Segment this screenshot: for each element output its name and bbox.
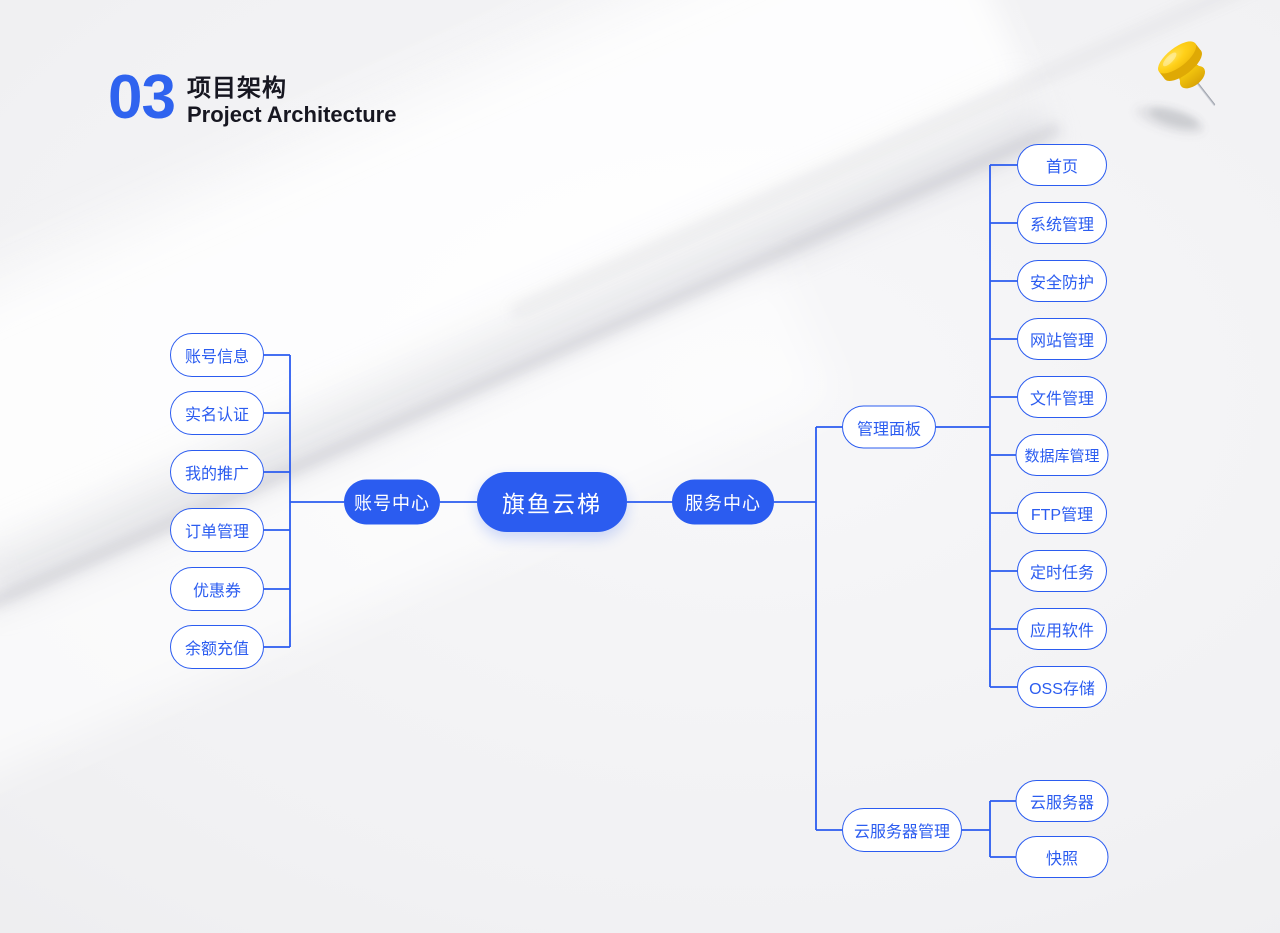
mindmap-leaf-node: 安全防护 [1017,260,1107,302]
section-number: 03 [108,63,176,132]
mindmap-leaf-node: FTP管理 [1017,492,1107,534]
mindmap-leaf-node: 我的推广 [170,450,264,494]
node-account-center: 账号中心 [344,479,440,525]
page-title: 03 项目架构 Project Architecture [108,63,397,132]
title-zh: 项目架构 [186,75,287,102]
node-service-center: 服务中心 [672,479,774,525]
mindmap-leaf-node: 云服务器 [1015,780,1109,822]
mindmap-leaf-node: 优惠券 [170,567,264,611]
mindmap-leaf-node: OSS存储 [1017,666,1107,708]
mindmap-leaf-node: 定时任务 [1017,550,1107,592]
mindmap-leaf-node: 余额充值 [170,625,264,669]
mindmap-leaf-node: 文件管理 [1017,376,1107,418]
pushpin-icon [1135,41,1216,135]
mindmap-leaf-node: 数据库管理 [1015,434,1109,476]
mindmap-leaf-node: 系统管理 [1017,202,1107,244]
mindmap-leaf-node: 账号信息 [170,333,264,377]
node-cloud-server-management: 云服务器管理 [842,808,962,852]
mindmap-leaf-node: 应用软件 [1017,608,1107,650]
mindmap-leaf-node: 订单管理 [170,508,264,552]
mindmap-leaf-node: 网站管理 [1017,318,1107,360]
node-root: 旗鱼云梯 [477,472,627,532]
mindmap-leaf-node: 实名认证 [170,391,264,435]
mindmap-leaf-node: 快照 [1015,836,1109,878]
node-admin-panel: 管理面板 [842,405,936,449]
title-en: Project Architecture [186,102,397,127]
mindmap-leaf-node: 首页 [1017,144,1107,186]
